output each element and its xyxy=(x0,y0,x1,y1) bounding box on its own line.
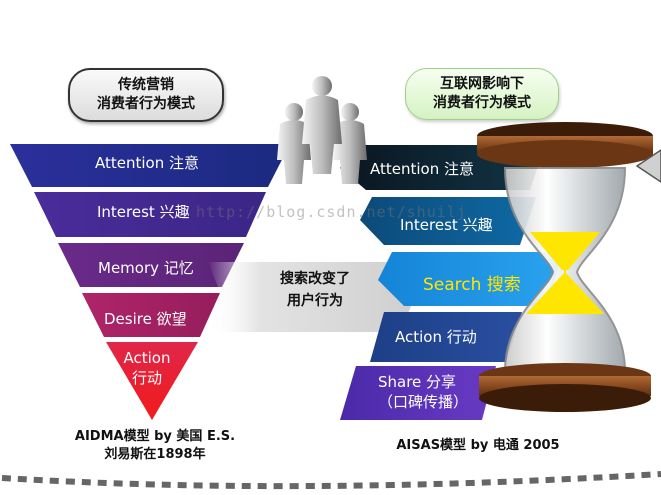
aidma-caption-line2: 刘易斯在1898年 xyxy=(104,447,206,462)
aidma-band-action xyxy=(106,342,198,420)
internet-marketing-header: 互联网影响下 消费者行为模式 xyxy=(405,68,559,120)
aisas-band-interest xyxy=(360,197,536,245)
transition-arrow xyxy=(208,262,415,332)
aisas-label-attention: Attention 注意 xyxy=(370,160,474,178)
aidma-band-attention xyxy=(10,144,290,187)
right-header-line2: 消费者行为模式 xyxy=(433,95,531,111)
aisas-band-action xyxy=(370,312,522,362)
left-header-line1: 传统营销 xyxy=(118,77,174,93)
aidma-action-line2: 行动 xyxy=(131,369,162,387)
cursor-arrow-icon xyxy=(635,149,661,183)
aidma-caption-line1: AIDMA模型 by 美国 E.S. xyxy=(74,429,236,444)
aidma-band-interest xyxy=(34,192,266,237)
aidma-band-memory xyxy=(58,243,244,287)
watermark-url: http://blog.csdn.net/shuilj xyxy=(196,203,467,221)
aisas-band-search xyxy=(378,252,562,306)
aisas-label-share: Share 分享 （口碑传播） xyxy=(378,372,468,412)
aidma-band-desire xyxy=(82,293,220,337)
aidma-label-desire: Desire 欲望 xyxy=(104,310,187,328)
middle-transition-text: 搜索改变了 用户行为 xyxy=(240,268,390,312)
aisas-label-search: Search 搜索 xyxy=(423,275,521,295)
right-header-line1: 互联网影响下 xyxy=(440,76,524,92)
aidma-label-action: Action 行动 xyxy=(112,349,182,388)
left-header-line2: 消费者行为模式 xyxy=(97,96,195,112)
dashed-divider xyxy=(1,471,661,490)
aidma-caption: AIDMA模型 by 美国 E.S. 刘易斯在1898年 xyxy=(60,428,250,464)
aisas-caption: AISAS模型 by 电通 2005 xyxy=(396,438,560,453)
traditional-marketing-header: 传统营销 消费者行为模式 xyxy=(68,68,224,122)
aisas-label-action: Action 行动 xyxy=(395,328,477,346)
aisas-share-line1: Share 分享 xyxy=(378,373,457,391)
aidma-action-line1: Action xyxy=(123,349,171,367)
people-group-icon xyxy=(277,76,367,184)
aisas-label-interest: Interest 兴趣 xyxy=(400,216,493,234)
middle-line2: 用户行为 xyxy=(287,293,343,309)
aidma-label-attention: Attention 注意 xyxy=(95,154,199,172)
hourglass-icon xyxy=(477,122,653,412)
aisas-band-share xyxy=(340,366,496,420)
aidma-label-memory: Memory 记忆 xyxy=(98,259,194,277)
aisas-share-line2: （口碑传播） xyxy=(378,393,469,411)
aidma-label-interest: Interest 兴趣 xyxy=(97,203,190,221)
middle-line1: 搜索改变了 xyxy=(280,271,350,287)
